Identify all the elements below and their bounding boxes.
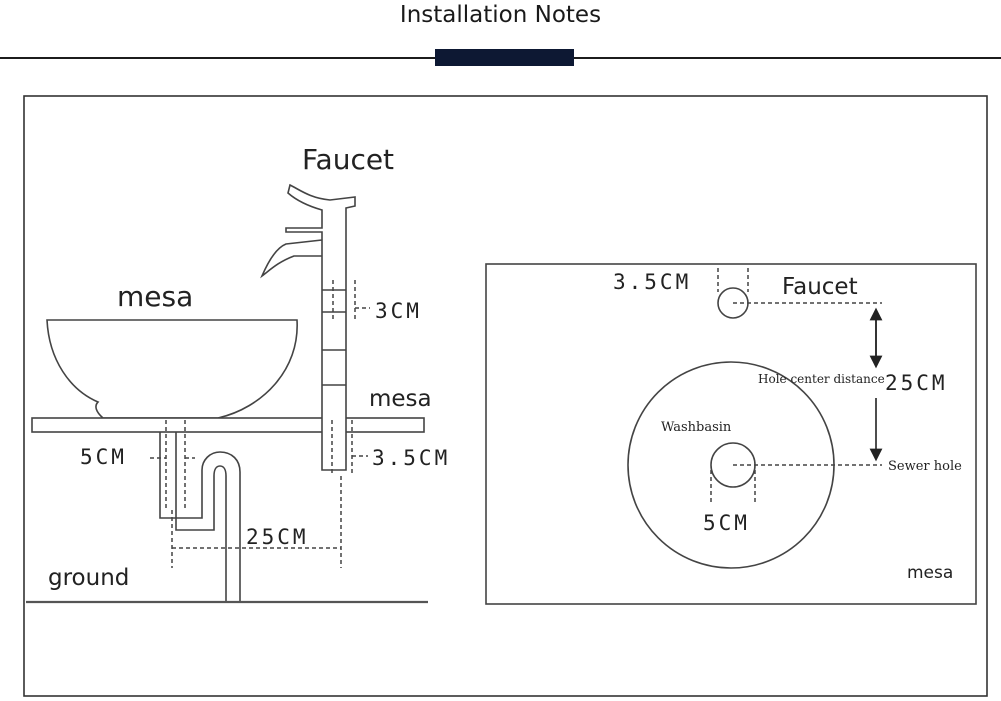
mesa-bowl-label: mesa [117, 280, 193, 313]
top-view-dimensions [710, 268, 882, 505]
spacing-dimension-label-side: 25CM [246, 525, 309, 549]
title-accent-bar [435, 49, 574, 66]
faucet-body [260, 183, 356, 471]
hole-center-distance-label: Hole center distance [758, 372, 885, 386]
faucet-hole-dimension-label: 3.5CM [613, 270, 691, 294]
side-view [26, 183, 428, 604]
drain-dimension-label-top: 5CM [703, 511, 750, 535]
countertop [31, 417, 425, 433]
faucet-base-dimension-label: 3.5CM [372, 446, 450, 470]
ground-label: ground [48, 565, 129, 591]
faucet-label-side: Faucet [302, 143, 394, 176]
page-title: Installation Notes [399, 2, 602, 28]
spacing-dimension-label-top: 25CM [885, 371, 948, 395]
faucet-top-dimension-label: 3CM [375, 299, 422, 323]
faucet-label-top: Faucet [782, 274, 858, 300]
drain-dimension-label: 5CM [80, 445, 127, 469]
counter-top-outline [485, 263, 977, 605]
side-view-dimensions [150, 280, 370, 568]
vessel-bowl [46, 319, 298, 419]
washbasin-label: Washbasin [661, 420, 732, 435]
diagram-frame [23, 95, 988, 697]
mesa-label-top: mesa [907, 563, 953, 583]
sewer-hole-label: Sewer hole [888, 459, 962, 474]
mesa-counter-label: mesa [369, 386, 432, 412]
